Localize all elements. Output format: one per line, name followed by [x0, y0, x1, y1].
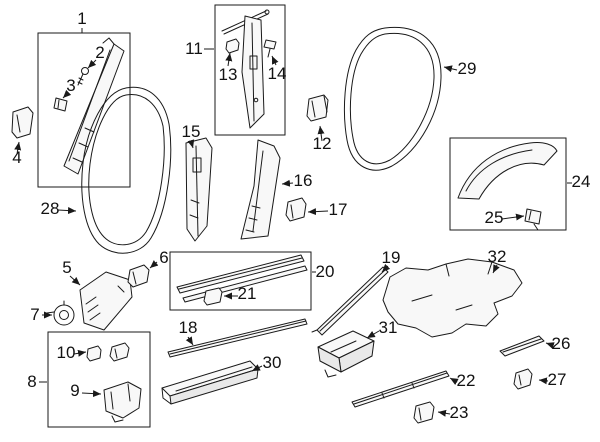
part-1-a-pillar-trim — [63, 37, 125, 175]
callout-25[interactable]: 25 — [485, 208, 504, 227]
leader-12 — [317, 125, 325, 142]
leader-17 — [307, 208, 329, 216]
part-25-clip — [524, 208, 542, 231]
callout-13[interactable]: 13 — [219, 65, 238, 84]
callout-9[interactable]: 9 — [70, 381, 79, 400]
leader-4 — [14, 141, 22, 155]
leader-25 — [501, 213, 525, 221]
leader-28 — [57, 207, 77, 215]
leader-18 — [185, 336, 194, 346]
group-box-11 — [214, 4, 286, 136]
callout-29[interactable]: 29 — [458, 59, 477, 78]
callout-8[interactable]: 8 — [27, 372, 36, 391]
leader-22 — [449, 377, 459, 386]
group-box-24 — [449, 137, 567, 231]
callout-22[interactable]: 22 — [457, 371, 476, 390]
part-23-clip — [413, 401, 435, 424]
part-31-footrest — [317, 330, 375, 378]
part-24-quarter-trim — [457, 142, 558, 200]
part-28-door-seal — [81, 86, 172, 254]
callout-16[interactable]: 16 — [294, 171, 313, 190]
leader-31 — [366, 330, 380, 339]
leader-27 — [538, 377, 549, 385]
callout-3[interactable]: 3 — [66, 76, 75, 95]
leader-19 — [381, 263, 391, 273]
callout-2[interactable]: 2 — [95, 43, 104, 62]
leader-14 — [271, 55, 279, 66]
callout-31[interactable]: 31 — [379, 318, 398, 337]
callout-32[interactable]: 32 — [488, 247, 507, 266]
callout-30[interactable]: 30 — [263, 353, 282, 372]
leader-9 — [81, 390, 102, 398]
callout-27[interactable]: 27 — [548, 370, 567, 389]
callout-15[interactable]: 15 — [182, 122, 201, 141]
part-21-clip — [203, 287, 223, 306]
leader-13 — [225, 52, 233, 67]
callout-6[interactable]: 6 — [159, 248, 168, 267]
callout-24[interactable]: 24 — [572, 172, 591, 191]
callout-18[interactable]: 18 — [179, 318, 198, 337]
callout-19[interactable]: 19 — [382, 248, 401, 267]
part-22-strip — [351, 370, 450, 408]
part-15-b-pillar-lower-trim — [185, 137, 213, 242]
leader-30 — [251, 364, 263, 372]
callout-17[interactable]: 17 — [329, 200, 348, 219]
part-17-clip — [285, 197, 307, 222]
callout-4[interactable]: 4 — [12, 148, 21, 167]
part-12-bracket — [306, 94, 329, 122]
callout-11[interactable]: 11 — [185, 39, 203, 58]
callout-1[interactable]: 1 — [77, 9, 86, 28]
part-29-door-seal — [343, 26, 442, 171]
part-14-clip — [263, 39, 277, 58]
part-7-grommet — [46, 300, 75, 326]
part-26-strip — [499, 335, 545, 357]
callout-28[interactable]: 28 — [41, 199, 60, 218]
group-box-8 — [47, 331, 151, 428]
part-27-clip — [513, 368, 533, 390]
part-18-sill-strip — [167, 318, 308, 358]
leader-2 — [87, 59, 97, 69]
part-4-bracket — [11, 106, 34, 139]
group-box-20 — [169, 251, 312, 311]
callout-7[interactable]: 7 — [30, 305, 39, 324]
callout-20[interactable]: 20 — [316, 262, 335, 281]
leader-23 — [437, 409, 451, 417]
leader-15 — [187, 139, 195, 149]
callout-21[interactable]: 21 — [238, 284, 257, 303]
callout-12[interactable]: 12 — [313, 134, 332, 153]
part-32-floor-carpet — [382, 258, 523, 338]
callout-26[interactable]: 26 — [552, 334, 571, 353]
part-9-bracket — [103, 381, 142, 423]
part-16-pillar-trim — [240, 139, 281, 240]
leader-29 — [443, 65, 458, 73]
callout-23[interactable]: 23 — [450, 403, 469, 422]
part-19-strip — [311, 266, 389, 336]
leader-6 — [149, 260, 159, 269]
leader-3 — [62, 89, 72, 99]
callout-5[interactable]: 5 — [62, 258, 71, 277]
part-13-clip — [225, 38, 240, 54]
callout-10[interactable]: 10 — [57, 343, 76, 362]
leader-10 — [73, 349, 87, 357]
part-11-b-pillar-upper-trim — [221, 9, 270, 129]
leader-32 — [492, 264, 500, 274]
part-3-clip — [53, 97, 68, 112]
group-box-1 — [37, 32, 131, 188]
part-2-screw — [77, 67, 89, 86]
part-6-clip — [127, 264, 150, 288]
part-5-lower-pillar-trim — [79, 271, 133, 331]
part-30-sill-trim — [161, 360, 259, 405]
leader-26 — [545, 342, 555, 349]
part-10-clips — [86, 342, 130, 362]
leader-5 — [69, 275, 81, 286]
leader-16 — [281, 179, 294, 187]
callout-14[interactable]: 14 — [268, 64, 287, 83]
